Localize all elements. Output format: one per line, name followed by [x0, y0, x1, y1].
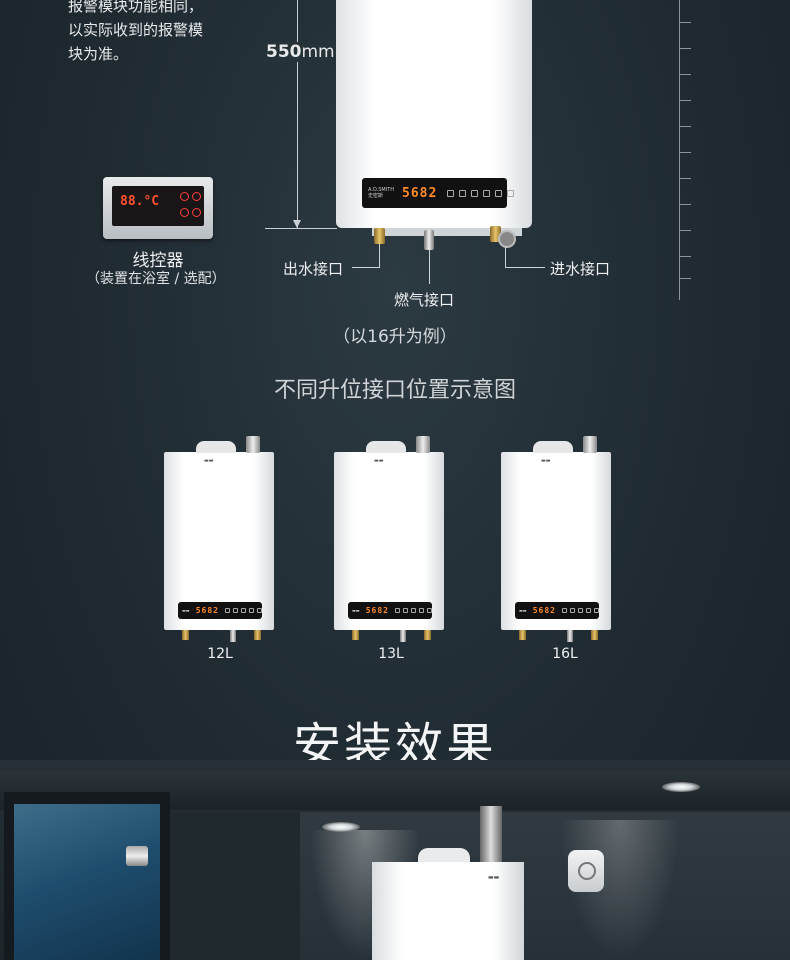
dimension-baseline [265, 228, 337, 229]
note-line-2: 以实际收到的报警模 [68, 21, 204, 39]
heater-bottom-plate [372, 228, 522, 236]
side-ruler [679, 0, 691, 300]
mini-panel: ▬▬ 5682 [348, 602, 432, 619]
mini-logo-icon: ▬▬ [204, 458, 214, 464]
water-in-pipe [490, 226, 501, 242]
heater-model-13l: ▬▬ ▬▬ 5682 [334, 436, 444, 642]
heater-control-panel: A.O.SMITH 史密斯 5682 [362, 178, 515, 208]
gas-alarm-device [568, 850, 604, 892]
wire-controller-image: 88.°C [103, 177, 213, 239]
controller-button-icon [192, 208, 201, 217]
panel-brand: A.O.SMITH 史密斯 [368, 187, 395, 199]
controller-subtitle: （装置在浴室 / 选配） [86, 271, 226, 287]
model-label-12l: 12L [207, 646, 233, 662]
mini-display: 5682 [195, 606, 219, 615]
side-wall [170, 812, 300, 960]
controller-title: 线控器 [132, 251, 184, 271]
water-in-label: 进水接口 [550, 260, 611, 278]
height-dimension-line [297, 0, 298, 228]
room-flue-pipe [480, 806, 502, 864]
controller-button-icon [180, 208, 189, 217]
water-out-leader [379, 244, 380, 268]
water-out-pipe [374, 228, 385, 244]
installed-water-heater [372, 862, 524, 960]
panel-display: 5682 [402, 185, 438, 201]
mini-panel: ▬▬ 5682 [178, 602, 262, 619]
water-out-label: 出水接口 [283, 260, 344, 278]
controller-digits: 88.°C [120, 194, 160, 209]
panel-buttons [447, 189, 515, 197]
example-note: （以16升为例） [333, 327, 457, 347]
dimension-value: 550 [266, 42, 302, 62]
section-title: 不同升位接口位置示意图 [273, 378, 516, 403]
wall-vent-pipe [126, 846, 148, 866]
note-line-1: 报警模块功能相同， [68, 0, 204, 15]
room-heater-cap [418, 848, 470, 864]
mini-logo-icon: ▬▬ [541, 458, 551, 464]
window-glass [14, 804, 160, 960]
model-label-16l: 16L [552, 646, 578, 662]
alarm-module-note: 报警模块功能相同， 以实际收到的报警模 块为准。 [68, 0, 203, 66]
heater-model-16l: ▬▬ ▬▬ 5682 [501, 436, 611, 642]
heater-model-12l: ▬▬ ▬▬ 5682 [164, 436, 274, 642]
water-in-leader [505, 246, 506, 268]
room-heater-logo-icon: ▬▬ [488, 874, 500, 881]
controller-button-icon [180, 192, 189, 201]
water-in-valve [498, 230, 516, 248]
height-dimension-label: 550mm [264, 42, 337, 62]
mini-display: 5682 [532, 606, 556, 615]
controller-button-icon [192, 192, 201, 201]
dimension-unit: mm [301, 42, 335, 62]
mini-panel: ▬▬ 5682 [515, 602, 599, 619]
note-line-3: 块为准。 [68, 45, 129, 63]
ceiling-downlight-icon [322, 822, 360, 832]
main-water-heater: A.O.SMITH 史密斯 5682 [336, 0, 532, 228]
ceiling-downlight-icon [662, 782, 700, 792]
gas-pipe [424, 230, 434, 250]
mini-logo-icon: ▬▬ [374, 458, 384, 464]
mini-display: 5682 [365, 606, 389, 615]
alarm-dial-icon [578, 862, 596, 880]
model-label-13l: 13L [378, 646, 404, 662]
gas-label: 燃气接口 [394, 291, 455, 309]
gas-leader [429, 250, 430, 284]
controller-screen: 88.°C [112, 186, 204, 226]
dimension-arrow [293, 220, 301, 228]
